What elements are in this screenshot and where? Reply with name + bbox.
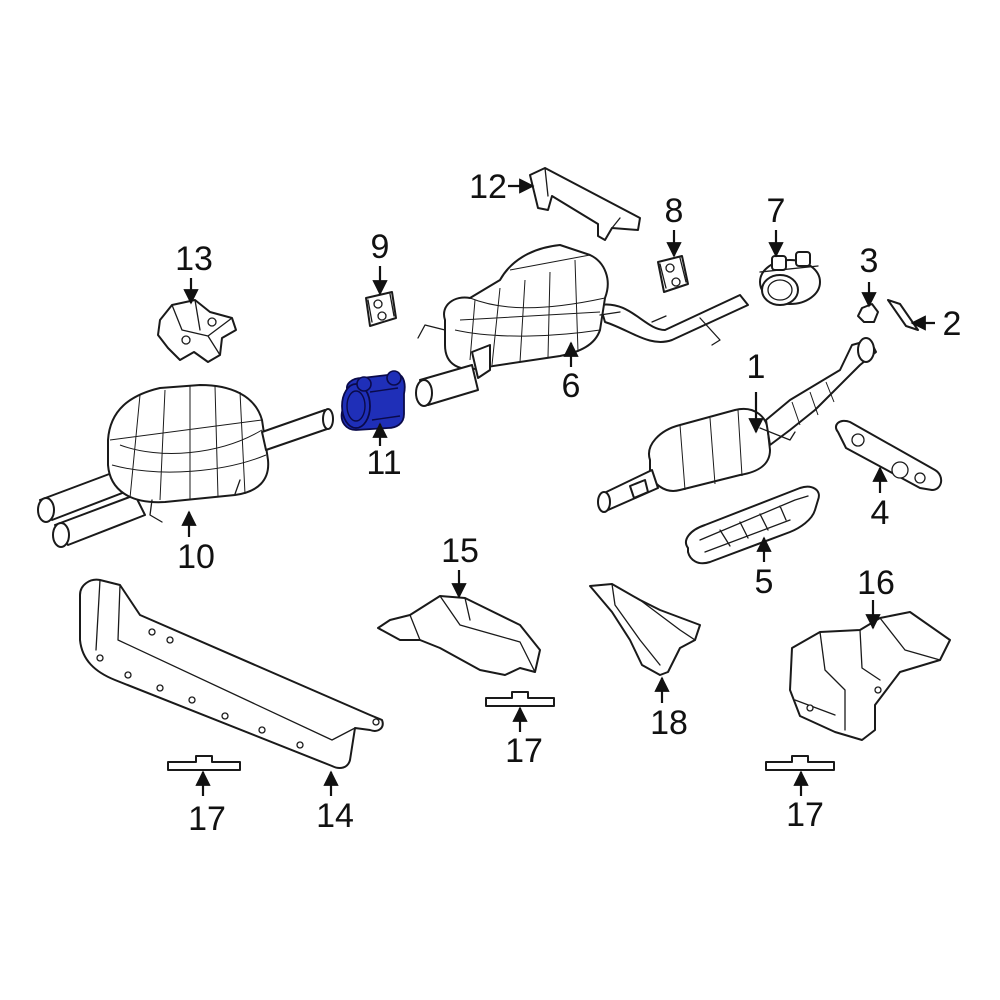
part-4-flange-gasket[interactable] xyxy=(834,419,943,491)
part-18-heat-shield[interactable] xyxy=(589,583,701,676)
part-17-clip-a[interactable] xyxy=(167,755,241,771)
leader-arrows xyxy=(181,178,935,796)
part-16-heat-shield[interactable] xyxy=(789,611,951,741)
part-3-nut[interactable] xyxy=(857,303,879,323)
callout-14[interactable]: 14 xyxy=(316,797,354,835)
part-14-long-heat-shield[interactable] xyxy=(79,578,384,769)
callout-8[interactable]: 8 xyxy=(665,192,684,230)
callout-16[interactable]: 16 xyxy=(857,564,895,602)
callout-1[interactable]: 1 xyxy=(747,348,766,386)
callout-2[interactable]: 2 xyxy=(943,305,962,343)
callout-11[interactable]: 11 xyxy=(366,444,401,482)
part-13-hanger-bracket[interactable] xyxy=(157,299,237,363)
part-10-rear-muffler[interactable] xyxy=(37,384,334,548)
part-17-clip-b[interactable] xyxy=(485,691,555,707)
part-9-rubber-hanger[interactable] xyxy=(365,291,397,327)
part-11-clamp-highlighted[interactable] xyxy=(340,370,406,431)
part-2-gasket[interactable] xyxy=(887,299,919,331)
part-8-rubber-hanger[interactable] xyxy=(657,255,689,293)
part-12-bracket[interactable] xyxy=(529,167,641,241)
callout-numbers: 1 2 3 4 5 6 7 8 9 10 11 12 13 14 15 16 1… xyxy=(175,168,961,838)
callout-17-left[interactable]: 17 xyxy=(188,800,226,838)
callout-17-right[interactable]: 17 xyxy=(786,796,824,834)
callout-15[interactable]: 15 xyxy=(441,532,479,570)
callout-13[interactable]: 13 xyxy=(175,240,213,278)
callout-10[interactable]: 10 xyxy=(177,538,215,576)
part-7-clamp[interactable] xyxy=(759,251,821,306)
part-6-center-muffler[interactable] xyxy=(415,244,749,407)
callout-12[interactable]: 12 xyxy=(469,168,507,206)
callout-6[interactable]: 6 xyxy=(562,367,581,405)
part-1-front-pipe-converter[interactable] xyxy=(597,337,877,513)
callout-18[interactable]: 18 xyxy=(650,704,688,742)
callout-7[interactable]: 7 xyxy=(767,192,786,230)
part-15-heat-shield[interactable] xyxy=(377,595,541,676)
callout-3[interactable]: 3 xyxy=(860,242,879,280)
callout-9[interactable]: 9 xyxy=(371,228,390,266)
part-17-clip-c[interactable] xyxy=(765,755,835,771)
callout-17-center[interactable]: 17 xyxy=(505,732,543,770)
callout-4[interactable]: 4 xyxy=(871,494,890,532)
callout-5[interactable]: 5 xyxy=(755,563,774,601)
part-5-heat-shield[interactable] xyxy=(685,485,820,565)
